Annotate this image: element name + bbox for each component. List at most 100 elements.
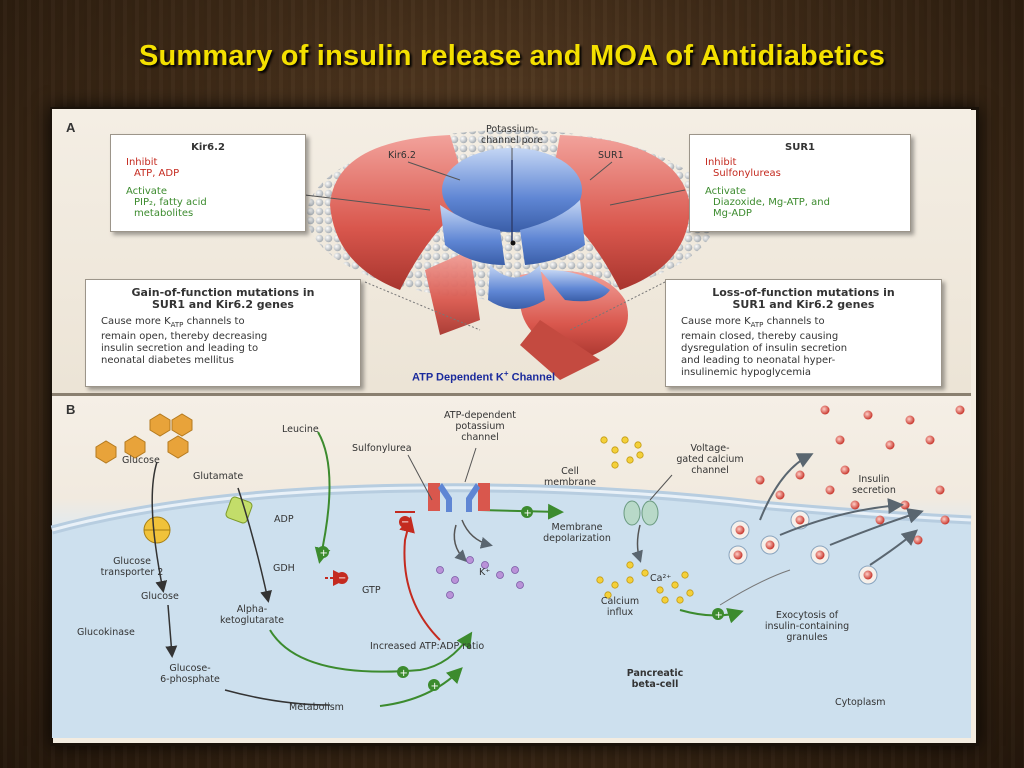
svg-text:+: + bbox=[400, 668, 408, 679]
loss-box-line-5: insulinemic hypoglycemia bbox=[681, 367, 811, 378]
loss-line-1-sub: ATP bbox=[750, 321, 764, 329]
k-ion-label: K⁺ bbox=[479, 567, 491, 578]
calcium-ions bbox=[596, 436, 694, 604]
gain-box-line-4: neonatal diabetes mellitus bbox=[101, 355, 234, 366]
cell-membrane-label: Cell membrane bbox=[535, 466, 605, 488]
kir62-activate-line2: metabolites bbox=[134, 208, 194, 219]
sur1-subunit-right bbox=[548, 135, 690, 290]
katp-caption-sup: + bbox=[503, 369, 509, 378]
atp-adp-ratio-label: Increased ATP:ADP ratio bbox=[370, 641, 485, 652]
exocytosis-line3: granules bbox=[786, 632, 828, 643]
pancreatic-line1: Pancreatic bbox=[626, 668, 684, 679]
svg-text:+: + bbox=[320, 548, 328, 559]
glut2-line2: transporter 2 bbox=[100, 567, 164, 578]
membrane-depol-line1: Membrane bbox=[551, 522, 603, 533]
ca-ion-label: Ca²⁺ bbox=[650, 573, 672, 584]
insulin-secretion-line2: secretion bbox=[852, 485, 896, 496]
gain-line-1a: Cause more K bbox=[101, 316, 171, 327]
membrane-depol-label: Membrane depolarization bbox=[532, 522, 622, 544]
gain-of-function-box: Gain-of-function mutations in SUR1 and K… bbox=[85, 279, 361, 387]
gain-line-1-sub: ATP bbox=[170, 321, 184, 329]
gain-box-line-1: Cause more KATP channels to bbox=[101, 316, 360, 331]
potassium-ions bbox=[436, 556, 524, 599]
alpha-kg-label: Alpha- ketoglutarate bbox=[212, 604, 292, 626]
calcium-influx-line2: influx bbox=[606, 607, 634, 618]
panel-a-letter: A bbox=[66, 120, 76, 135]
pore-label: Potassium- channel pore bbox=[462, 124, 562, 146]
kir62-activate-line1: PIP₂, fatty acid bbox=[134, 197, 207, 208]
katp-caption-end: Channel bbox=[508, 371, 556, 384]
g6p-line2: 6-phosphate bbox=[160, 674, 220, 685]
katp-b-line2: potassium bbox=[455, 421, 505, 432]
gain-line-1b: channels to bbox=[183, 316, 245, 327]
membrane-depol-line2: depolarization bbox=[543, 533, 611, 544]
loss-box-line-1: Cause more KATP channels to bbox=[681, 316, 941, 331]
cell-membrane-line2: membrane bbox=[544, 477, 596, 488]
svg-text:+: + bbox=[715, 610, 723, 621]
glucose-intracellular-label: Glucose bbox=[141, 591, 179, 602]
svg-text:−: − bbox=[401, 517, 409, 528]
vgcc-line1: Voltage- bbox=[690, 443, 730, 454]
loss-box-title-2: SUR1 and Kir6.2 genes bbox=[732, 298, 875, 311]
sur1-regulation-box: SUR1 Inhibit Sulfonylureas Activate Diaz… bbox=[689, 134, 911, 232]
g6p-line1: Glucose- bbox=[169, 663, 211, 674]
gain-box-line-3: insulin secretion and leading to bbox=[101, 343, 259, 354]
gain-box-line-2: remain open, thereby decreasing bbox=[101, 331, 268, 342]
kir62-regulation-box: Kir6.2 Inhibit ATP, ADP Activate PIP₂, f… bbox=[110, 134, 306, 232]
gtp-label: GTP bbox=[362, 585, 381, 596]
sur1-activate-line2: Mg-ADP bbox=[713, 208, 752, 219]
calcium-influx-line1: Calcium bbox=[600, 596, 640, 607]
gain-box-title-2: SUR1 and Kir6.2 genes bbox=[152, 298, 294, 311]
kir62-inhibit-items: ATP, ADP bbox=[134, 168, 180, 179]
katp-caption: ATP Dependent K+ Channel bbox=[412, 369, 555, 384]
katp-b-line1: ATP-dependent bbox=[444, 410, 516, 421]
sur1-inhibit-label: Inhibit bbox=[705, 157, 737, 168]
kir62-inhibit-label: Inhibit bbox=[126, 157, 158, 168]
sulfonylurea-label: Sulfonylurea bbox=[352, 443, 412, 454]
calcium-influx-label: Calcium influx bbox=[590, 596, 650, 618]
katp-channel-b bbox=[428, 483, 490, 512]
loss-line-1a: Cause more K bbox=[681, 316, 751, 327]
svg-text:+: + bbox=[524, 508, 532, 519]
glucokinase-label: Glucokinase bbox=[77, 627, 135, 638]
pore-label-line1: Potassium- bbox=[486, 124, 538, 135]
gdh-label: GDH bbox=[273, 563, 295, 574]
glutamate-label: Glutamate bbox=[193, 471, 244, 482]
sur1-subunit-front-left bbox=[425, 250, 480, 335]
panel-divider bbox=[52, 393, 971, 396]
insulin-granules bbox=[728, 510, 878, 585]
kir62-channel-label: Kir6.2 bbox=[388, 150, 416, 161]
pore-center bbox=[510, 240, 516, 246]
exocytosis-line2: insulin-containing bbox=[764, 621, 850, 632]
sur1-activate-label: Activate bbox=[705, 186, 746, 197]
exocytosis-label: Exocytosis of insulin-containing granule… bbox=[752, 610, 862, 643]
vgcc-label: Voltage- gated calcium channel bbox=[670, 443, 750, 476]
slide-title: Summary of insulin release and MOA of An… bbox=[138, 40, 886, 72]
loss-box-line-4: and leading to neonatal hyper- bbox=[681, 355, 836, 366]
insulin-secretion-label: Insulin secretion bbox=[842, 474, 906, 496]
vgcc-line2: gated calcium bbox=[676, 454, 744, 465]
cytoplasm-label: Cytoplasm bbox=[835, 697, 886, 708]
svg-text:−: − bbox=[338, 573, 346, 584]
pore-label-line2: channel pore bbox=[481, 135, 543, 146]
loss-box-line-2: remain closed, thereby causing bbox=[681, 331, 839, 342]
alpha-kg-line1: Alpha- bbox=[236, 604, 268, 615]
pancreatic-line2: beta-cell bbox=[631, 679, 679, 690]
svg-text:+: + bbox=[431, 681, 439, 692]
sur1-subunit-left bbox=[330, 135, 470, 290]
katp-b-line3: channel bbox=[461, 432, 499, 443]
glucose-molecules bbox=[95, 413, 193, 464]
alpha-kg-line2: ketoglutarate bbox=[219, 615, 285, 626]
loss-line-1b: channels to bbox=[763, 316, 825, 327]
glutamate-transporter bbox=[225, 496, 253, 524]
g6p-label: Glucose- 6-phosphate bbox=[150, 663, 230, 685]
vgcc-line3: channel bbox=[691, 465, 729, 476]
exocytosis-line1: Exocytosis of bbox=[775, 610, 839, 621]
kir62-box-title: Kir6.2 bbox=[191, 142, 225, 153]
glut2-label: Glucose transporter 2 bbox=[92, 556, 172, 578]
pancreatic-beta-cell-label: Pancreatic beta-cell bbox=[615, 668, 695, 690]
metabolism-label: Metabolism bbox=[289, 702, 344, 713]
sur1-channel-label: SUR1 bbox=[598, 150, 624, 161]
